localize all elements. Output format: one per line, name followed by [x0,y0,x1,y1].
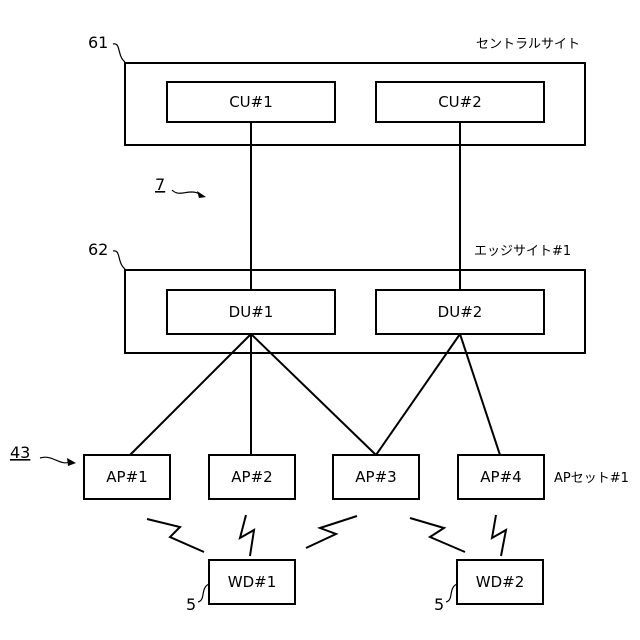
ref-wd2: 5 [434,595,444,614]
ref-ap-group: 43 [10,443,30,462]
svg-text:AP#2: AP#2 [231,468,272,486]
svg-text:WD#1: WD#1 [228,573,277,591]
svg-text:CU#2: CU#2 [438,93,482,111]
svg-text:WD#2: WD#2 [476,573,525,591]
ref-network-leader [172,190,200,194]
ref-network-arrowhead [197,191,206,198]
ap3-node: AP#3 [333,455,419,499]
ap-set-label: APセット#1 [554,471,629,486]
ap2-node: AP#2 [209,455,295,499]
svg-text:CU#1: CU#1 [229,93,273,111]
du2-node: DU#2 [376,290,544,334]
ref-wd2-leader [446,584,457,602]
ref-edge-site: 62 [88,240,108,259]
svg-text:AP#1: AP#1 [106,468,147,486]
svg-text:AP#3: AP#3 [355,468,396,486]
ref-wd1: 5 [186,595,196,614]
wd2-node: WD#2 [457,560,543,604]
ref-central-site: 61 [88,33,108,52]
du1-node: DU#1 [167,290,335,334]
wireless-link-ap1-wd1 [147,519,204,552]
cu2-node: CU#2 [376,82,544,122]
central-site-label: セントラルサイト [476,37,580,52]
ap1-node: AP#1 [84,455,170,499]
svg-text:DU#2: DU#2 [438,303,483,321]
wireless-link-ap2-wd1 [240,515,254,556]
svg-text:DU#1: DU#1 [229,303,274,321]
ref-ap-group-leader [40,457,70,463]
svg-text:AP#4: AP#4 [480,468,521,486]
ref-central-leader [113,44,125,62]
cu1-node: CU#1 [167,82,335,122]
ref-wd1-leader [198,584,209,602]
ap4-node: AP#4 [458,455,544,499]
wireless-link-ap4-wd2 [492,515,506,556]
wireless-link-ap3-wd2 [410,518,465,552]
wireless-link-ap3-wd1 [306,516,357,548]
ref-network: 7 [155,175,165,194]
edge-site-label: エッジサイト#1 [474,244,571,259]
ref-ap-group-arrowhead [67,458,76,466]
ref-edge-leader [113,251,125,269]
wd1-node: WD#1 [209,560,295,604]
